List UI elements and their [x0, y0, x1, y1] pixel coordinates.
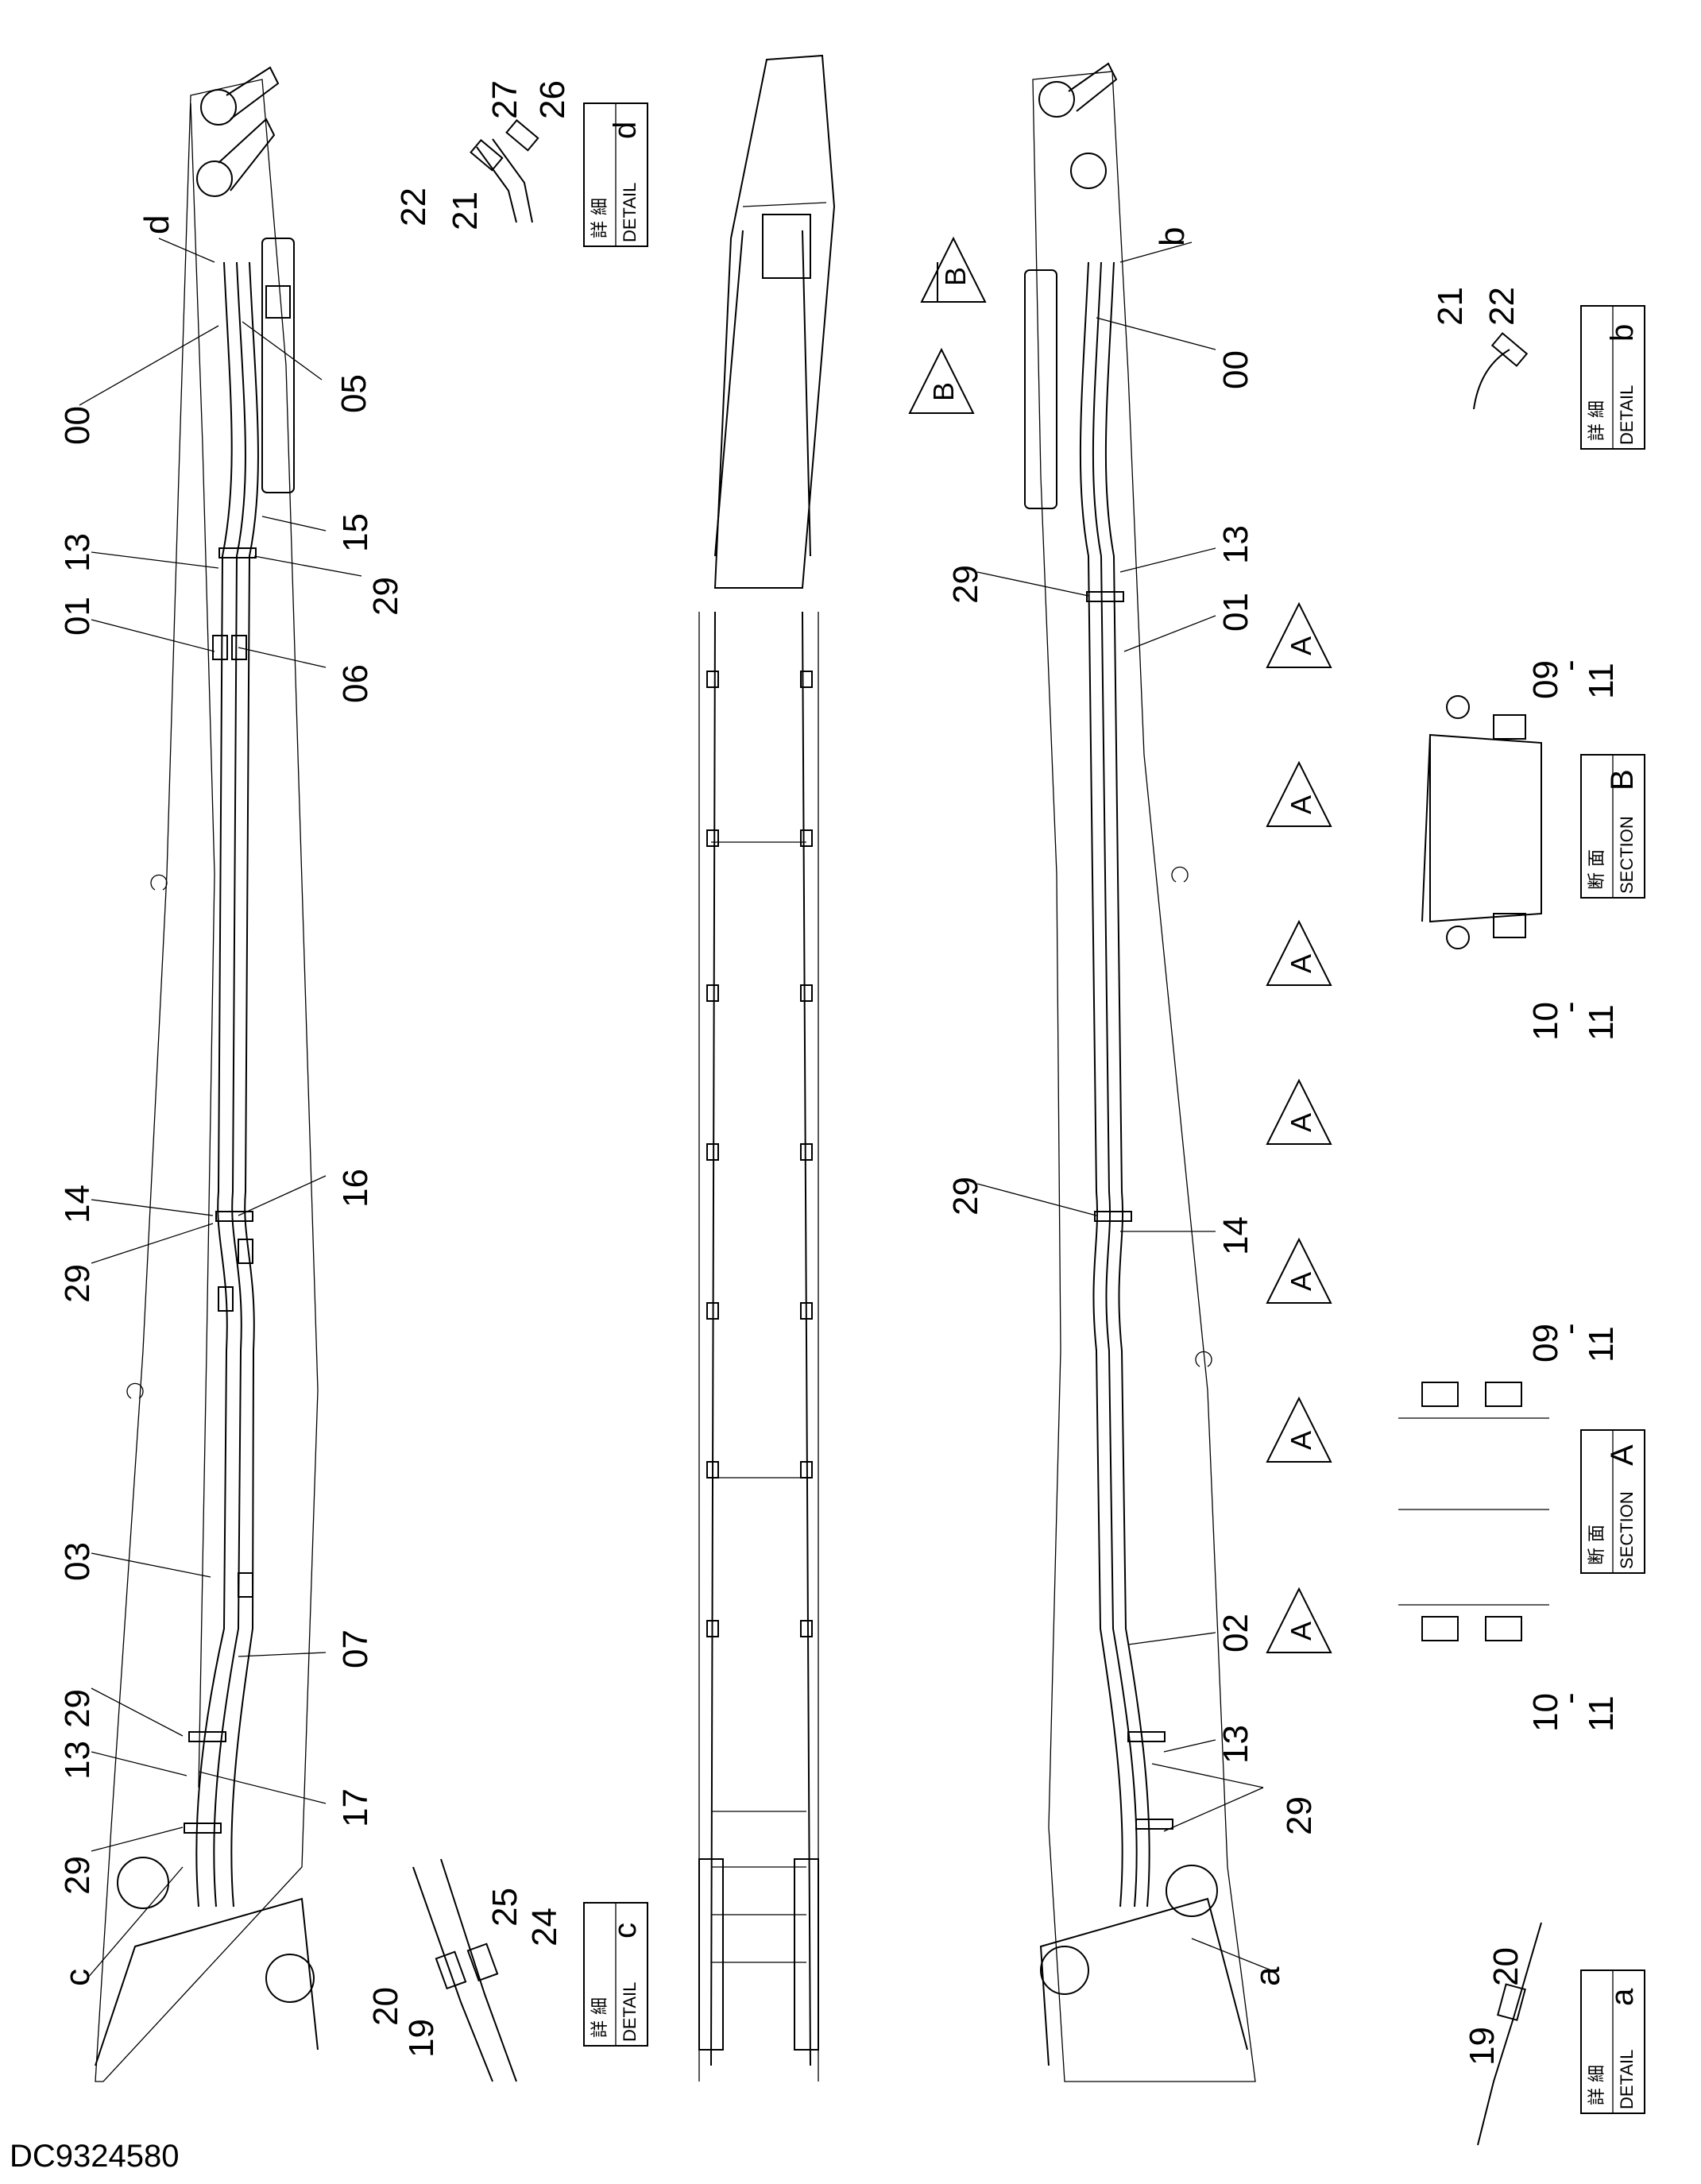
callout-00-left: 00 — [58, 406, 97, 445]
section-b-letter: B — [1605, 769, 1640, 790]
center-boom-view — [698, 54, 836, 2082]
detail-c-part-20: 20 — [366, 1987, 405, 2026]
arrow-label-b-1: B — [939, 267, 972, 286]
callout-17: 17 — [336, 1788, 375, 1827]
callout-01-right: 01 — [1216, 593, 1255, 632]
detail-b-word: DETAIL — [1617, 385, 1637, 445]
section-b-word: SECTION — [1617, 816, 1637, 894]
detail-b-part-21: 21 — [1431, 287, 1470, 326]
section-a-part-dash-1: - — [1550, 1323, 1589, 1335]
callout-13-top-left: 13 — [58, 533, 97, 572]
callout-29-top-left: 29 — [366, 577, 405, 616]
section-arrows-b: B B — [908, 236, 987, 414]
callout-13-bot-right: 13 — [1216, 1725, 1255, 1764]
detail-d-kanji: 詳 細 — [590, 198, 610, 238]
detail-c-part-24: 24 — [525, 1908, 564, 1946]
section-a-letter: A — [1605, 1444, 1640, 1466]
detail-c: 詳 細 DETAIL c 20 19 25 24 — [366, 1858, 648, 2082]
section-b-part-11-2: 11 — [1582, 1004, 1621, 1041]
callout-c-left: c — [58, 1969, 97, 1986]
section-a-part-dash-2: - — [1550, 1692, 1589, 1704]
callout-13-top-right: 13 — [1216, 525, 1255, 564]
left-boom-view — [95, 66, 319, 2082]
section-b-part-11-1: 11 — [1582, 663, 1621, 699]
detail-b-kanji: 詳 細 — [1587, 400, 1607, 441]
section-a-part-09: 09 — [1526, 1324, 1565, 1363]
callout-16: 16 — [336, 1169, 375, 1208]
callout-14-left: 14 — [58, 1185, 97, 1223]
arrow-label-a-1: A — [1285, 636, 1317, 655]
arrow-label-a-3: A — [1285, 954, 1317, 973]
callout-01-left: 01 — [58, 597, 97, 636]
detail-b-part-22: 22 — [1483, 287, 1521, 326]
left-callouts: 00 05 13 15 29 01 06 14 16 29 03 07 29 1… — [58, 215, 405, 1986]
section-a-word: SECTION — [1617, 1491, 1637, 1569]
section-arrows-a: A A A A A A A — [1266, 601, 1332, 1653]
document-number: DC9324580 — [10, 2139, 180, 2174]
arrow-label-a-6: A — [1285, 1431, 1317, 1450]
callout-06: 06 — [336, 664, 375, 703]
detail-c-kanji: 詳 細 — [590, 1997, 610, 2038]
callout-03: 03 — [58, 1542, 97, 1581]
callout-29-mid-left: 29 — [58, 1264, 97, 1303]
callout-29-bot-left-a: 29 — [58, 1689, 97, 1728]
detail-a-part-20: 20 — [1486, 1947, 1525, 1986]
callout-05: 05 — [334, 374, 373, 413]
callout-b-right: b — [1153, 227, 1192, 246]
detail-c-word: DETAIL — [620, 1982, 640, 2042]
right-callouts: 00 b 13 29 01 29 14 02 13 29 a — [946, 227, 1319, 1986]
arrow-label-a-7: A — [1285, 1622, 1317, 1641]
detail-d-word: DETAIL — [620, 183, 640, 242]
callout-02: 02 — [1216, 1614, 1255, 1652]
detail-d-part-21: 21 — [446, 191, 485, 230]
detail-d-part-26: 26 — [533, 80, 572, 119]
arrow-label-a-4: A — [1285, 1113, 1317, 1132]
detail-d-part-27: 27 — [485, 80, 524, 119]
section-a-part-11-1: 11 — [1582, 1326, 1621, 1363]
section-b-part-dash-1: - — [1550, 659, 1589, 671]
callout-15: 15 — [336, 513, 375, 552]
detail-a-part-19: 19 — [1463, 2027, 1502, 2066]
callout-00-right: 00 — [1216, 350, 1255, 389]
detail-c-part-19: 19 — [402, 2019, 441, 2058]
detail-d-letter: d — [608, 122, 643, 139]
section-b-part-dash-2: - — [1550, 1001, 1589, 1013]
detail-d-part-22: 22 — [394, 187, 433, 226]
arrow-label-a-2: A — [1285, 795, 1317, 814]
detail-d: 詳 細 DETAIL d 22 21 27 26 — [394, 80, 648, 247]
callout-29-top-right: 29 — [946, 565, 985, 604]
callout-d-left: d — [137, 215, 176, 234]
section-b-part-09: 09 — [1526, 660, 1565, 699]
section-b-part-10: 10 — [1526, 1002, 1565, 1041]
callout-29-bot-right: 29 — [1280, 1796, 1319, 1835]
detail-b-letter: b — [1605, 324, 1640, 342]
detail-b: 詳 細 DETAIL b 21 22 — [1431, 287, 1645, 450]
callout-07: 07 — [336, 1629, 375, 1668]
callout-14-right: 14 — [1216, 1216, 1255, 1255]
detail-a: 詳 細 DETAIL a 19 20 — [1463, 1922, 1645, 2146]
detail-a-kanji: 詳 細 — [1587, 2065, 1607, 2105]
callout-29-mid-right: 29 — [946, 1177, 985, 1216]
section-a-part-11-2: 11 — [1582, 1695, 1621, 1732]
detail-a-word: DETAIL — [1617, 2050, 1637, 2109]
section-b: 断 面 SECTION B 09 - 11 10 - 11 — [1421, 659, 1645, 1041]
detail-c-part-25: 25 — [485, 1888, 524, 1927]
callout-29-bot-left-b: 29 — [58, 1856, 97, 1895]
section-a-kanji: 断 面 — [1587, 1525, 1607, 1565]
right-boom-view — [1024, 62, 1256, 2082]
detail-a-letter: a — [1605, 1988, 1640, 2006]
section-a-part-10: 10 — [1526, 1693, 1565, 1732]
arrow-label-a-5: A — [1285, 1272, 1317, 1291]
detail-c-letter: c — [608, 1923, 643, 1939]
section-b-kanji: 断 面 — [1587, 849, 1607, 890]
callout-a-right: a — [1248, 1966, 1287, 1986]
section-a: 断 面 SECTION A 09 - 11 10 - 11 — [1398, 1323, 1645, 1732]
arrow-label-b-2: B — [927, 382, 960, 401]
callout-13-bot-left: 13 — [58, 1741, 97, 1780]
